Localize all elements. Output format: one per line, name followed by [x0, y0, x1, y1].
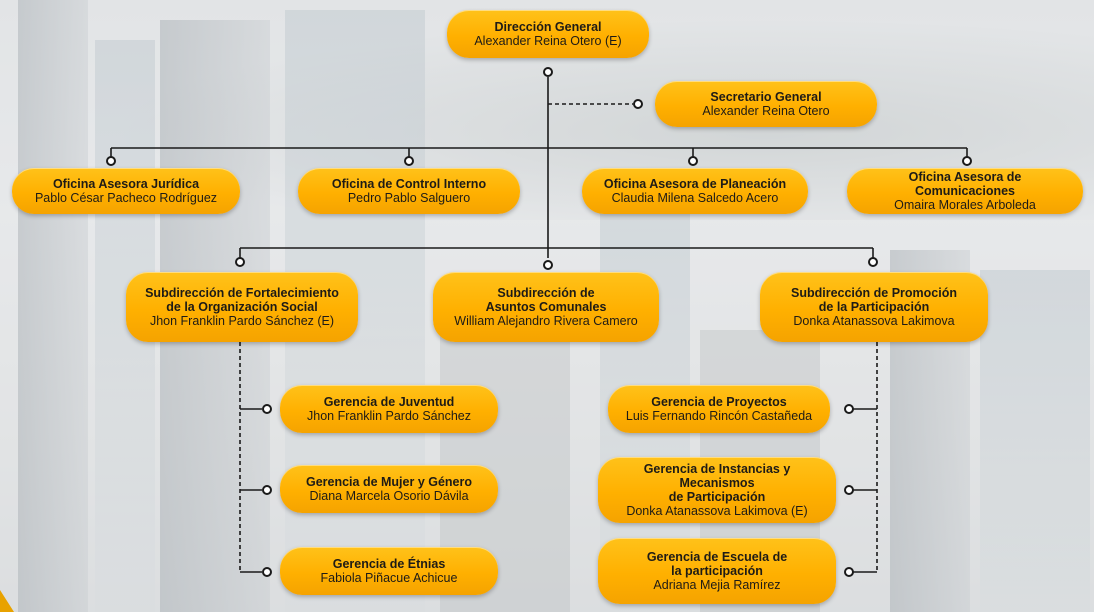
node-person: Omaira Morales Arboleda — [894, 198, 1036, 212]
node-gerencia-escuela: Gerencia de Escuela de la participación … — [598, 538, 836, 604]
node-subdir-promocion: Subdirección de Promoción de la Particip… — [760, 272, 988, 342]
node-person: Diana Marcela Osorio Dávila — [309, 489, 469, 503]
node-person: Fabiola Piñacue Achicue — [320, 571, 458, 585]
corner-accent — [0, 590, 14, 612]
node-subdir-asuntos-comunales: Subdirección de Asuntos Comunales Willia… — [433, 272, 659, 342]
node-title: Dirección General — [494, 20, 602, 34]
node-office-comunicaciones: Oficina Asesora de Comunicaciones Omaira… — [847, 168, 1083, 214]
connector-node — [262, 404, 272, 414]
node-gerencia-proyectos: Gerencia de Proyectos Luis Fernando Rinc… — [608, 385, 830, 433]
node-office-planeacion: Oficina Asesora de Planeación Claudia Mi… — [582, 168, 808, 214]
connector-node — [688, 156, 698, 166]
node-gerencia-mujer-genero: Gerencia de Mujer y Género Diana Marcela… — [280, 465, 498, 513]
background-building — [18, 0, 88, 612]
node-gerencia-etnias: Gerencia de Étnias Fabiola Piñacue Achic… — [280, 547, 498, 595]
connector-node — [404, 156, 414, 166]
node-title: Subdirección de Fortalecimiento de la Or… — [145, 286, 339, 314]
connector-node — [844, 485, 854, 495]
connector-node — [262, 485, 272, 495]
node-person: Claudia Milena Salcedo Acero — [611, 191, 779, 205]
node-person: Jhon Franklin Pardo Sánchez — [307, 409, 471, 423]
connector-node — [106, 156, 116, 166]
node-title: Gerencia de Étnias — [332, 557, 446, 571]
node-title: Gerencia de Juventud — [323, 395, 455, 409]
connector-node — [543, 260, 553, 270]
node-title: Gerencia de Escuela de la participación — [646, 550, 788, 578]
node-gerencia-instancias: Gerencia de Instancias y Mecanismos de P… — [598, 457, 836, 523]
node-gerencia-juventud: Gerencia de Juventud Jhon Franklin Pardo… — [280, 385, 498, 433]
connector-node — [262, 567, 272, 577]
node-person: Donka Atanassova Lakimova (E) — [626, 504, 808, 518]
connector-node — [633, 99, 643, 109]
node-person: Luis Fernando Rincón Castañeda — [625, 409, 813, 423]
node-person: Jhon Franklin Pardo Sánchez (E) — [149, 314, 335, 328]
node-title: Oficina de Control Interno — [331, 177, 487, 191]
connector-node — [962, 156, 972, 166]
node-director: Dirección General Alexander Reina Otero … — [447, 10, 649, 58]
background-building — [980, 270, 1090, 612]
connector-node — [235, 257, 245, 267]
node-title: Subdirección de Promoción de la Particip… — [791, 286, 957, 314]
node-title: Subdirección de Asuntos Comunales — [485, 286, 607, 314]
node-person: William Alejandro Rivera Camero — [454, 314, 638, 328]
node-title: Oficina Asesora de Planeación — [603, 177, 787, 191]
node-title: Oficina Asesora de Comunicaciones — [908, 170, 1022, 198]
node-person: Alexander Reina Otero — [702, 104, 830, 118]
node-title: Gerencia de Mujer y Género — [305, 475, 473, 489]
node-title: Secretario General — [710, 90, 822, 104]
node-person: Pedro Pablo Salguero — [347, 191, 471, 205]
node-subdir-fortalecimiento: Subdirección de Fortalecimiento de la Or… — [126, 272, 358, 342]
node-person: Alexander Reina Otero (E) — [474, 34, 622, 48]
node-office-control-interno: Oficina de Control Interno Pedro Pablo S… — [298, 168, 520, 214]
node-office-juridica: Oficina Asesora Jurídica Pablo César Pac… — [12, 168, 240, 214]
connector-node — [844, 567, 854, 577]
node-title: Oficina Asesora Jurídica — [52, 177, 200, 191]
node-person: Donka Atanassova Lakimova — [793, 314, 955, 328]
node-title: Gerencia de Proyectos — [651, 395, 787, 409]
node-person: Pablo César Pacheco Rodríguez — [34, 191, 218, 205]
connector-node — [868, 257, 878, 267]
node-person: Adriana Mejia Ramírez — [653, 578, 781, 592]
connector-node — [543, 67, 553, 77]
node-title: Gerencia de Instancias y Mecanismos de P… — [643, 462, 791, 504]
connector-node — [844, 404, 854, 414]
node-secretary: Secretario General Alexander Reina Otero — [655, 81, 877, 127]
